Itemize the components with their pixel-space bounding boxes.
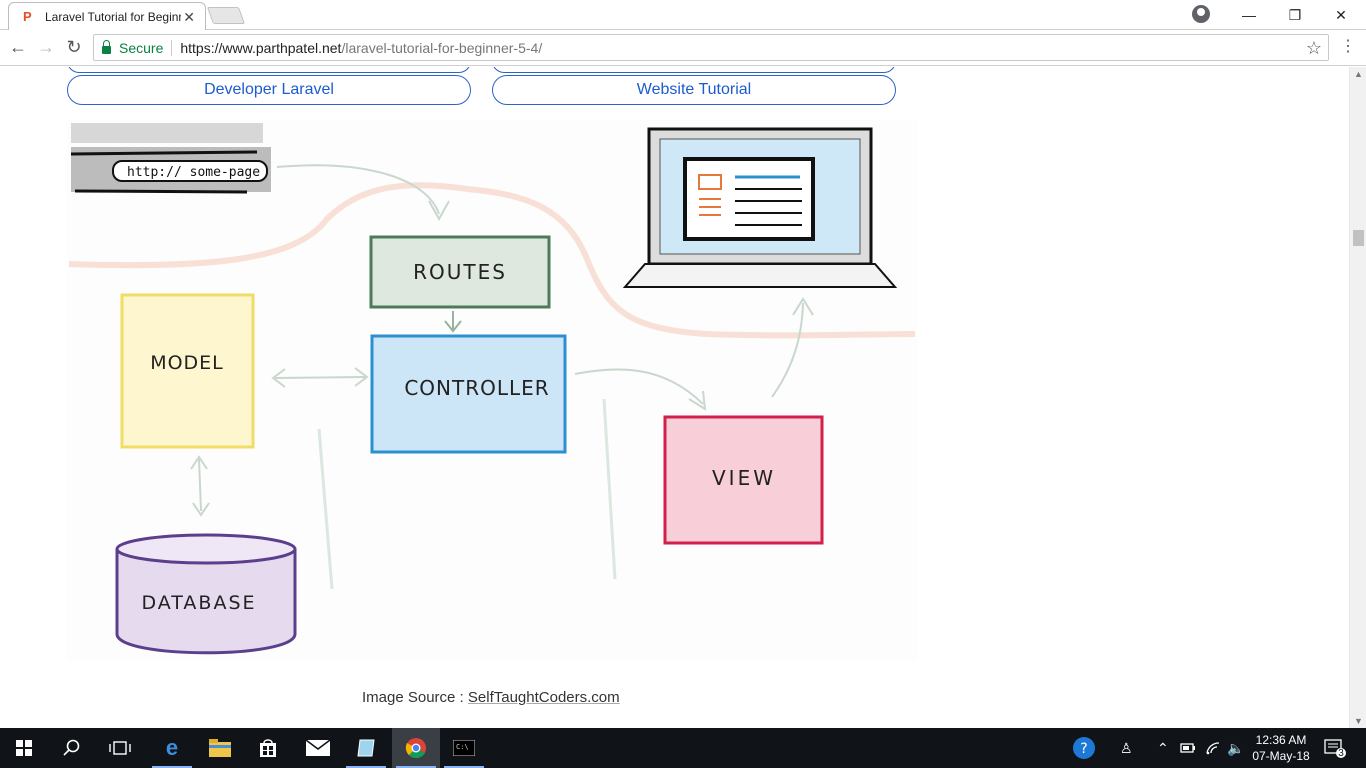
url-bar-sketch-text: http:// some-page: [127, 165, 260, 180]
task-view-icon[interactable]: [96, 728, 144, 768]
notification-count-badge: 3: [1338, 748, 1344, 759]
site-favicon-icon: P: [23, 8, 32, 24]
bookmark-star-icon[interactable]: ☆: [1305, 38, 1322, 58]
page-content: Developer Laravel Website Tutorial http:…: [0, 67, 1349, 728]
caption-prefix: Image Source :: [362, 689, 468, 706]
controller-label: CONTROLLER: [404, 376, 549, 400]
chrome-menu-icon[interactable]: ⋮: [1340, 38, 1356, 55]
back-arrow-icon[interactable]: ←: [9, 37, 27, 57]
mail-icon[interactable]: [294, 728, 342, 768]
image-caption: Image Source : SelfTaughtCoders.com: [362, 689, 620, 706]
reload-icon[interactable]: ↻: [66, 37, 82, 57]
system-clock[interactable]: 12:36 AM 07-May-18: [1248, 732, 1314, 764]
database-cylinder: DATABASE: [115, 533, 297, 655]
lock-icon: [102, 39, 111, 54]
view-label: VIEW: [712, 466, 776, 490]
url-path: /laravel-tutorial-for-beginner-5-4/: [341, 39, 543, 56]
database-label: DATABASE: [141, 592, 256, 614]
model-box: MODEL: [120, 293, 255, 449]
forward-arrow-icon[interactable]: →: [37, 37, 55, 57]
scroll-down-arrow-icon[interactable]: ▼: [1354, 716, 1363, 726]
chrome-icon[interactable]: [392, 728, 440, 768]
scroll-thumb[interactable]: [1353, 230, 1364, 246]
wifi-icon[interactable]: [1205, 728, 1221, 768]
profile-icon[interactable]: [1192, 5, 1210, 23]
developer-laravel-button[interactable]: Developer Laravel: [67, 75, 471, 105]
tab-close-icon[interactable]: ✕: [183, 9, 195, 25]
volume-icon[interactable]: 🔈: [1227, 739, 1245, 756]
help-icon[interactable]: ?: [1072, 728, 1096, 768]
minimize-button[interactable]: —: [1242, 7, 1256, 23]
caption-source-link[interactable]: SelfTaughtCoders.com: [467, 689, 620, 706]
website-tutorial-button[interactable]: Website Tutorial: [492, 75, 896, 105]
url-host: https://www.parthpatel.net: [180, 39, 342, 56]
scroll-up-arrow-icon[interactable]: ▲: [1354, 69, 1363, 79]
omnibox-divider: [171, 39, 173, 56]
button-cut-off-right[interactable]: [492, 67, 896, 73]
tab-title: Laravel Tutorial for Beginner: [45, 9, 181, 24]
browser-tab[interactable]: P Laravel Tutorial for Beginner ✕: [8, 2, 206, 30]
address-bar[interactable]: Secure https://www.parthpatel.net /larav…: [93, 34, 1329, 61]
edge-browser-icon[interactable]: e: [148, 728, 196, 768]
file-explorer-icon[interactable]: [196, 728, 244, 768]
maximize-button[interactable]: ❐: [1288, 6, 1302, 23]
search-icon[interactable]: [48, 728, 96, 768]
svg-text:?: ?: [1080, 741, 1087, 757]
clock-date: 07-May-18: [1252, 749, 1310, 763]
store-icon[interactable]: [244, 728, 292, 768]
button-cut-off-left[interactable]: [67, 67, 471, 73]
notepad-app-icon[interactable]: [342, 728, 390, 768]
routes-label: ROUTES: [413, 260, 507, 284]
controller-box: CONTROLLER: [370, 334, 567, 454]
model-label: MODEL: [150, 352, 224, 374]
people-icon[interactable]: ♙: [1120, 739, 1133, 756]
battery-icon[interactable]: [1180, 728, 1196, 768]
view-box: VIEW: [663, 415, 824, 545]
svg-text:C:\: C:\: [456, 743, 469, 751]
show-hidden-icons-chevron-up-icon[interactable]: ⌃: [1157, 739, 1169, 756]
start-windows-icon[interactable]: [0, 728, 48, 768]
tab-strip: P Laravel Tutorial for Beginner ✕ — ❐ ✕: [0, 0, 1366, 30]
new-tab-button[interactable]: [206, 7, 246, 24]
action-center-icon[interactable]: 3: [1324, 728, 1348, 768]
url-bar-sketch: http:// some-page: [70, 123, 271, 194]
secure-label: Secure: [119, 39, 164, 56]
command-prompt-icon[interactable]: C:\: [440, 728, 488, 768]
routes-box: ROUTES: [369, 235, 551, 309]
windows-taskbar: e C:\ ? ♙ ⌃ 🔈 12:36 AM 07-May-18 3: [0, 728, 1366, 768]
mvc-diagram: http:// some-page ROUTES CONTROLLER MODE…: [67, 119, 917, 661]
page-scrollbar[interactable]: ▲ ▼: [1349, 67, 1366, 728]
clock-time: 12:36 AM: [1255, 733, 1307, 747]
browser-toolbar: ← → ↻ Secure https://www.parthpatel.net …: [0, 30, 1366, 66]
close-window-button[interactable]: ✕: [1335, 6, 1347, 23]
laptop-sketch: [622, 127, 898, 288]
